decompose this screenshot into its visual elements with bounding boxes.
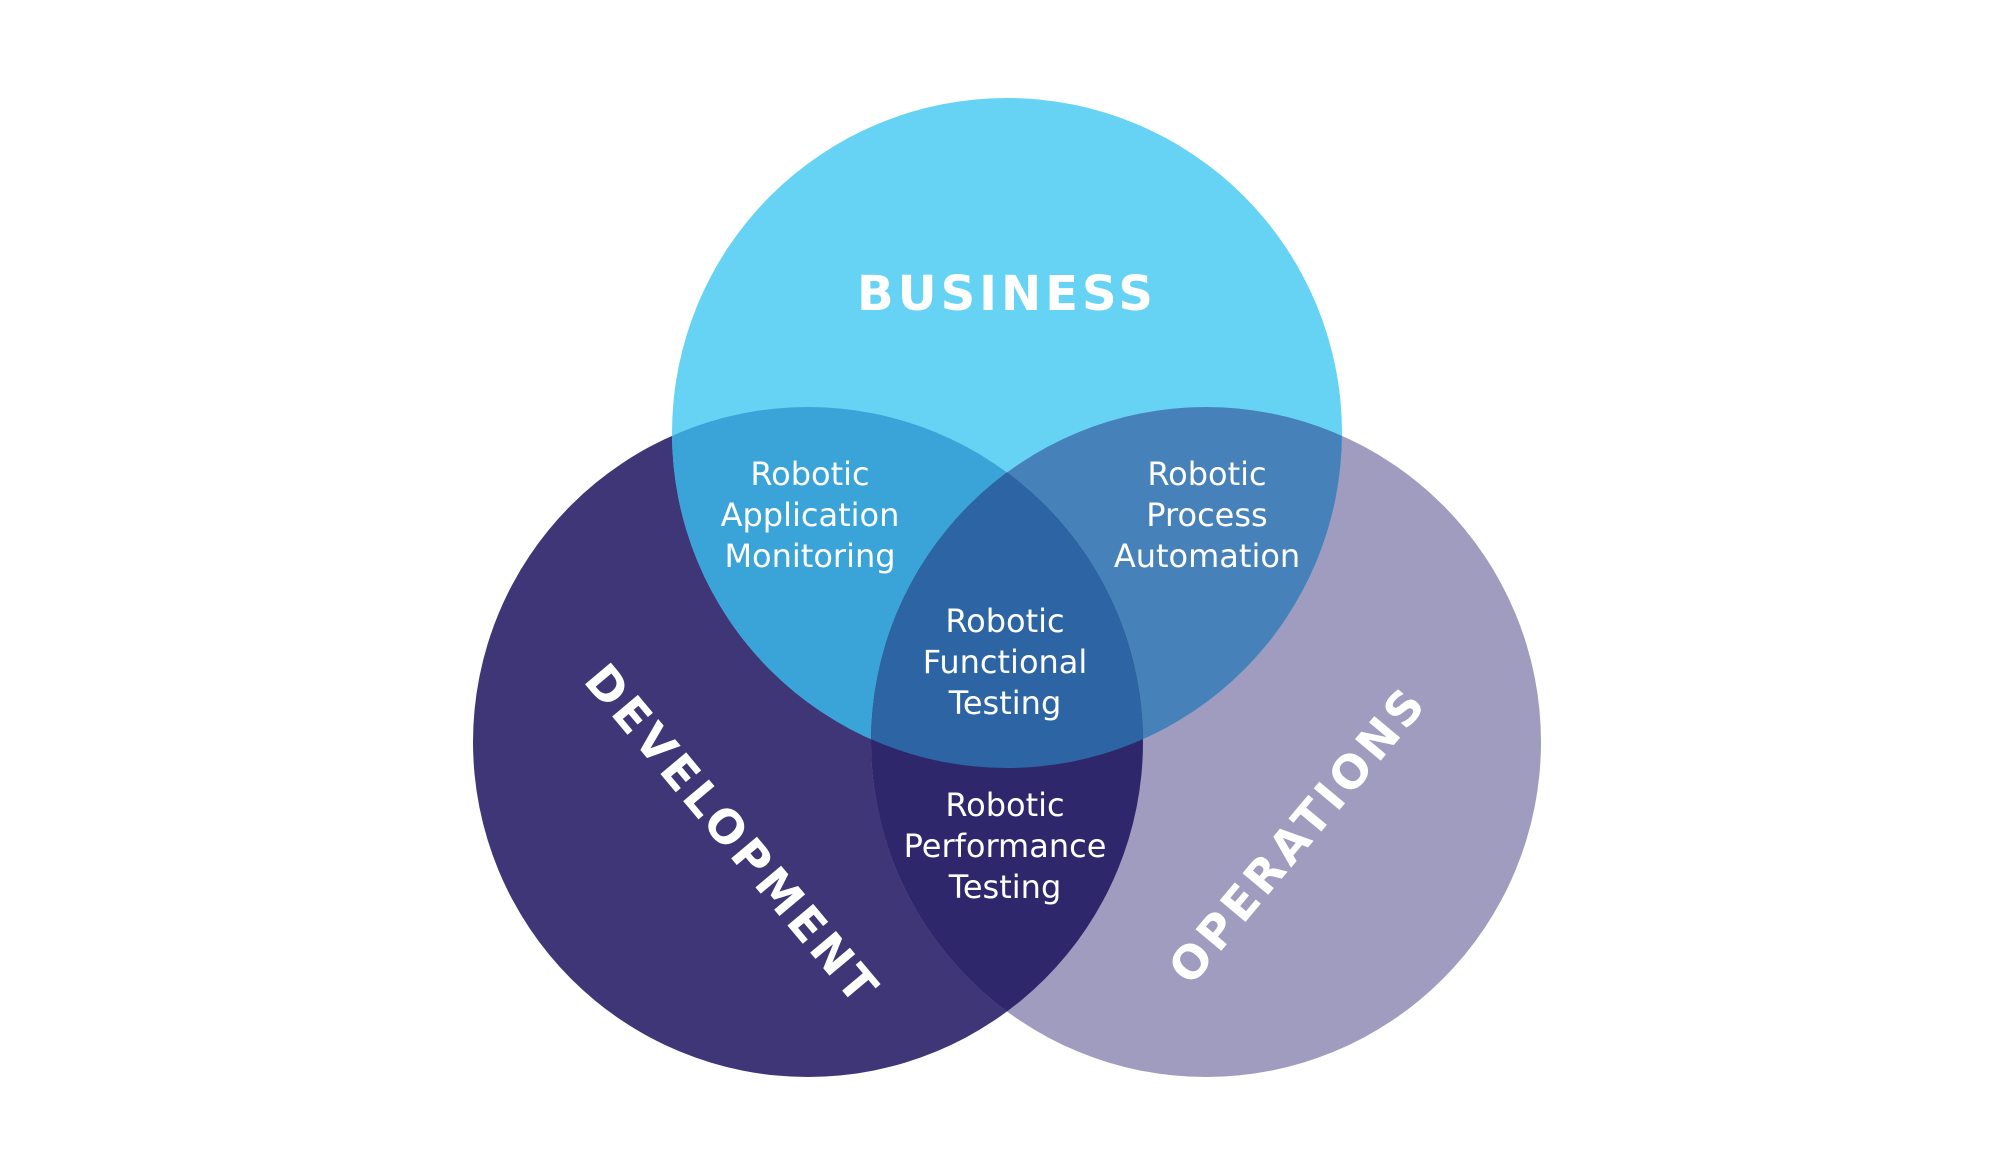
business-operations-line-3: Automation bbox=[1114, 537, 1300, 575]
business-development-line-2: Application bbox=[721, 496, 900, 534]
development-operations-line-3: Testing bbox=[948, 868, 1062, 906]
development-operations-text: Robotic Performance Testing bbox=[904, 786, 1107, 906]
business-development-text: Robotic Application Monitoring bbox=[721, 455, 900, 575]
center-line-3: Testing bbox=[948, 684, 1062, 722]
development-operations-line-2: Performance bbox=[904, 827, 1107, 865]
development-operations-line-1: Robotic bbox=[945, 786, 1064, 824]
business-development-line-1: Robotic bbox=[750, 455, 869, 493]
center-overlap bbox=[871, 407, 1143, 768]
business-operations-line-2: Process bbox=[1146, 496, 1267, 534]
business-operations-line-1: Robotic bbox=[1147, 455, 1266, 493]
center-line-2: Functional bbox=[923, 643, 1088, 681]
center-line-1: Robotic bbox=[945, 602, 1064, 640]
business-operations-text: Robotic Process Automation bbox=[1114, 455, 1300, 575]
center-text: Robotic Functional Testing bbox=[923, 602, 1088, 722]
business-development-line-3: Monitoring bbox=[724, 537, 895, 575]
business-label: BUSINESS bbox=[857, 266, 1157, 322]
